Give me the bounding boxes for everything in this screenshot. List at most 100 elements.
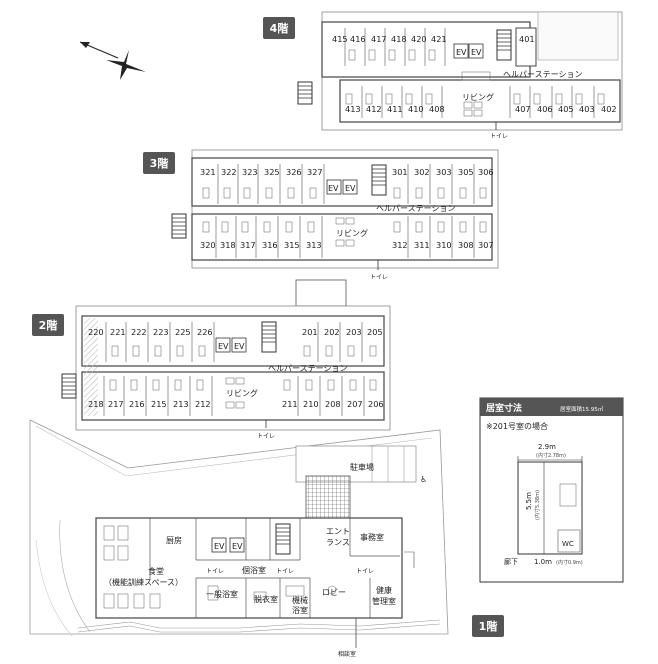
floor-4-ev-2: EV bbox=[471, 48, 482, 57]
floor-3-badge-bg bbox=[143, 152, 175, 174]
floor-1-ev-1: EV bbox=[214, 542, 225, 551]
floor-3-room-block-top bbox=[191, 157, 493, 207]
floor-4-stair-left bbox=[297, 81, 313, 105]
floor-1-building-outline bbox=[95, 517, 403, 619]
site-boundary bbox=[29, 419, 449, 635]
room-217: 217 bbox=[108, 399, 124, 409]
room-depth: 5.5m bbox=[525, 492, 533, 510]
room-411: 411 bbox=[387, 104, 403, 114]
room-322: 322 bbox=[221, 167, 237, 177]
floor-2-ev-box-1 bbox=[215, 337, 231, 353]
health-office-label-1: 健康 bbox=[376, 585, 392, 595]
site-south-wall bbox=[77, 619, 441, 633]
room-223: 223 bbox=[153, 327, 169, 337]
floor-2-room-dividers bbox=[103, 322, 365, 416]
room-301: 301 bbox=[392, 167, 408, 177]
room-310: 310 bbox=[436, 240, 452, 250]
room-318: 318 bbox=[220, 240, 236, 250]
floor-1-interior-walls bbox=[149, 518, 400, 618]
room-207: 207 bbox=[347, 399, 363, 409]
floor-1-ev-box-1 bbox=[211, 537, 227, 553]
floor-1-toilet-3: トイレ bbox=[356, 568, 374, 575]
room-327: 327 bbox=[307, 167, 323, 177]
room-plan-wc-box bbox=[557, 529, 581, 553]
dining-label-2: （機能訓練スペース） bbox=[104, 577, 183, 587]
floor-1-badge-bg bbox=[472, 615, 504, 637]
room-325: 325 bbox=[264, 167, 280, 177]
entrance-grating bbox=[305, 475, 351, 521]
room-407: 407 bbox=[515, 104, 531, 114]
room-202: 202 bbox=[324, 327, 340, 337]
room-413: 413 bbox=[345, 104, 361, 114]
floor-2-plan: 2階 220 221 222 223 225 226 201 202 203 2… bbox=[32, 279, 391, 440]
room-302: 302 bbox=[414, 167, 430, 177]
room-402: 402 bbox=[601, 104, 617, 114]
parking-label: 駐車場 bbox=[350, 462, 374, 472]
room-317: 317 bbox=[240, 240, 256, 250]
room-323: 323 bbox=[242, 167, 258, 177]
floor-4-helper-station-counter bbox=[461, 71, 491, 81]
dining-label-1: 食堂 bbox=[148, 566, 164, 576]
room-321: 321 bbox=[200, 167, 216, 177]
room-door-width-inner: (内寸0.9m) bbox=[556, 559, 583, 566]
floor-4-plan: . 4階 415 416 417 418 420 421 401 413 412… bbox=[263, 11, 623, 140]
room-306: 306 bbox=[478, 167, 494, 177]
room-308: 308 bbox=[458, 240, 474, 250]
site-curve-path bbox=[59, 519, 91, 633]
floor-3-ev-box-2 bbox=[342, 179, 358, 195]
room-case-label: ※201号室の場合 bbox=[486, 421, 548, 431]
room-area-label: 居室面積15.95㎡ bbox=[560, 405, 604, 413]
health-office-label-2: 管理室 bbox=[372, 596, 396, 606]
room-211: 211 bbox=[282, 399, 298, 409]
room-313: 313 bbox=[306, 240, 322, 250]
floor-2-roof-projection bbox=[295, 279, 347, 307]
floor-3-living: リビング bbox=[336, 228, 368, 238]
room-plan-outline bbox=[517, 461, 583, 555]
floor-1-ev-2: EV bbox=[232, 542, 243, 551]
floor-3-room-dividers bbox=[215, 164, 475, 258]
floor-4-stair-core bbox=[496, 29, 512, 61]
room-307: 307 bbox=[478, 240, 494, 250]
floor-4-toilet: トイレ bbox=[490, 133, 508, 140]
floor-2-toilet: トイレ bbox=[257, 433, 275, 440]
consultation-room-label: 相談室 bbox=[338, 650, 356, 658]
floor-2-ev-1: EV bbox=[218, 342, 229, 351]
room-312: 312 bbox=[392, 240, 408, 250]
floor-4-living: リビング bbox=[462, 92, 494, 102]
floor-2-shaded-column bbox=[84, 318, 98, 416]
floor-2-ev-box-2 bbox=[231, 337, 247, 353]
room-206: 206 bbox=[368, 399, 384, 409]
floor-4-rooftop-area bbox=[537, 11, 619, 61]
floor-4-ev-1: EV bbox=[456, 48, 467, 57]
room-218: 218 bbox=[88, 399, 104, 409]
room-226: 226 bbox=[197, 327, 213, 337]
floor-3-helper-station: ヘルパーステーション bbox=[376, 204, 455, 213]
room-213: 213 bbox=[173, 399, 189, 409]
individual-bath-label: 個浴室 bbox=[242, 565, 266, 575]
kitchen-label: 厨房 bbox=[166, 535, 182, 545]
room-220: 220 bbox=[88, 327, 104, 337]
floor-4-ev-box-2 bbox=[468, 43, 484, 59]
room-303: 303 bbox=[436, 167, 452, 177]
room-dimension-panel: 居室寸法 居室面積15.95㎡ ※201号室の場合 2.9m (内寸2.78m)… bbox=[479, 397, 624, 583]
floor-2-ev-2: EV bbox=[234, 342, 245, 351]
room-401: 401 bbox=[519, 34, 535, 44]
dining-tables bbox=[103, 525, 161, 609]
machine-bath-label-1: 機械 bbox=[292, 595, 308, 605]
floor-4-room-dividers bbox=[344, 28, 595, 118]
room-315: 315 bbox=[284, 240, 300, 250]
room-316: 316 bbox=[262, 240, 278, 250]
room-405: 405 bbox=[558, 104, 574, 114]
room-215: 215 bbox=[151, 399, 167, 409]
floor-3-ev-1: EV bbox=[328, 184, 339, 193]
floor-2-badge-bg bbox=[32, 314, 64, 336]
floor-2-living: リビング bbox=[226, 388, 258, 398]
general-bath-label: 一般浴室 bbox=[206, 589, 238, 599]
room-305: 305 bbox=[458, 167, 474, 177]
room-dimension-header bbox=[480, 398, 623, 416]
floor-3-living-furniture bbox=[335, 217, 355, 247]
floor-4-furniture bbox=[345, 49, 605, 105]
room-408: 408 bbox=[429, 104, 445, 114]
floor-4-ev-box-1 bbox=[453, 43, 469, 59]
room-corridor: 廊下 bbox=[504, 557, 518, 566]
